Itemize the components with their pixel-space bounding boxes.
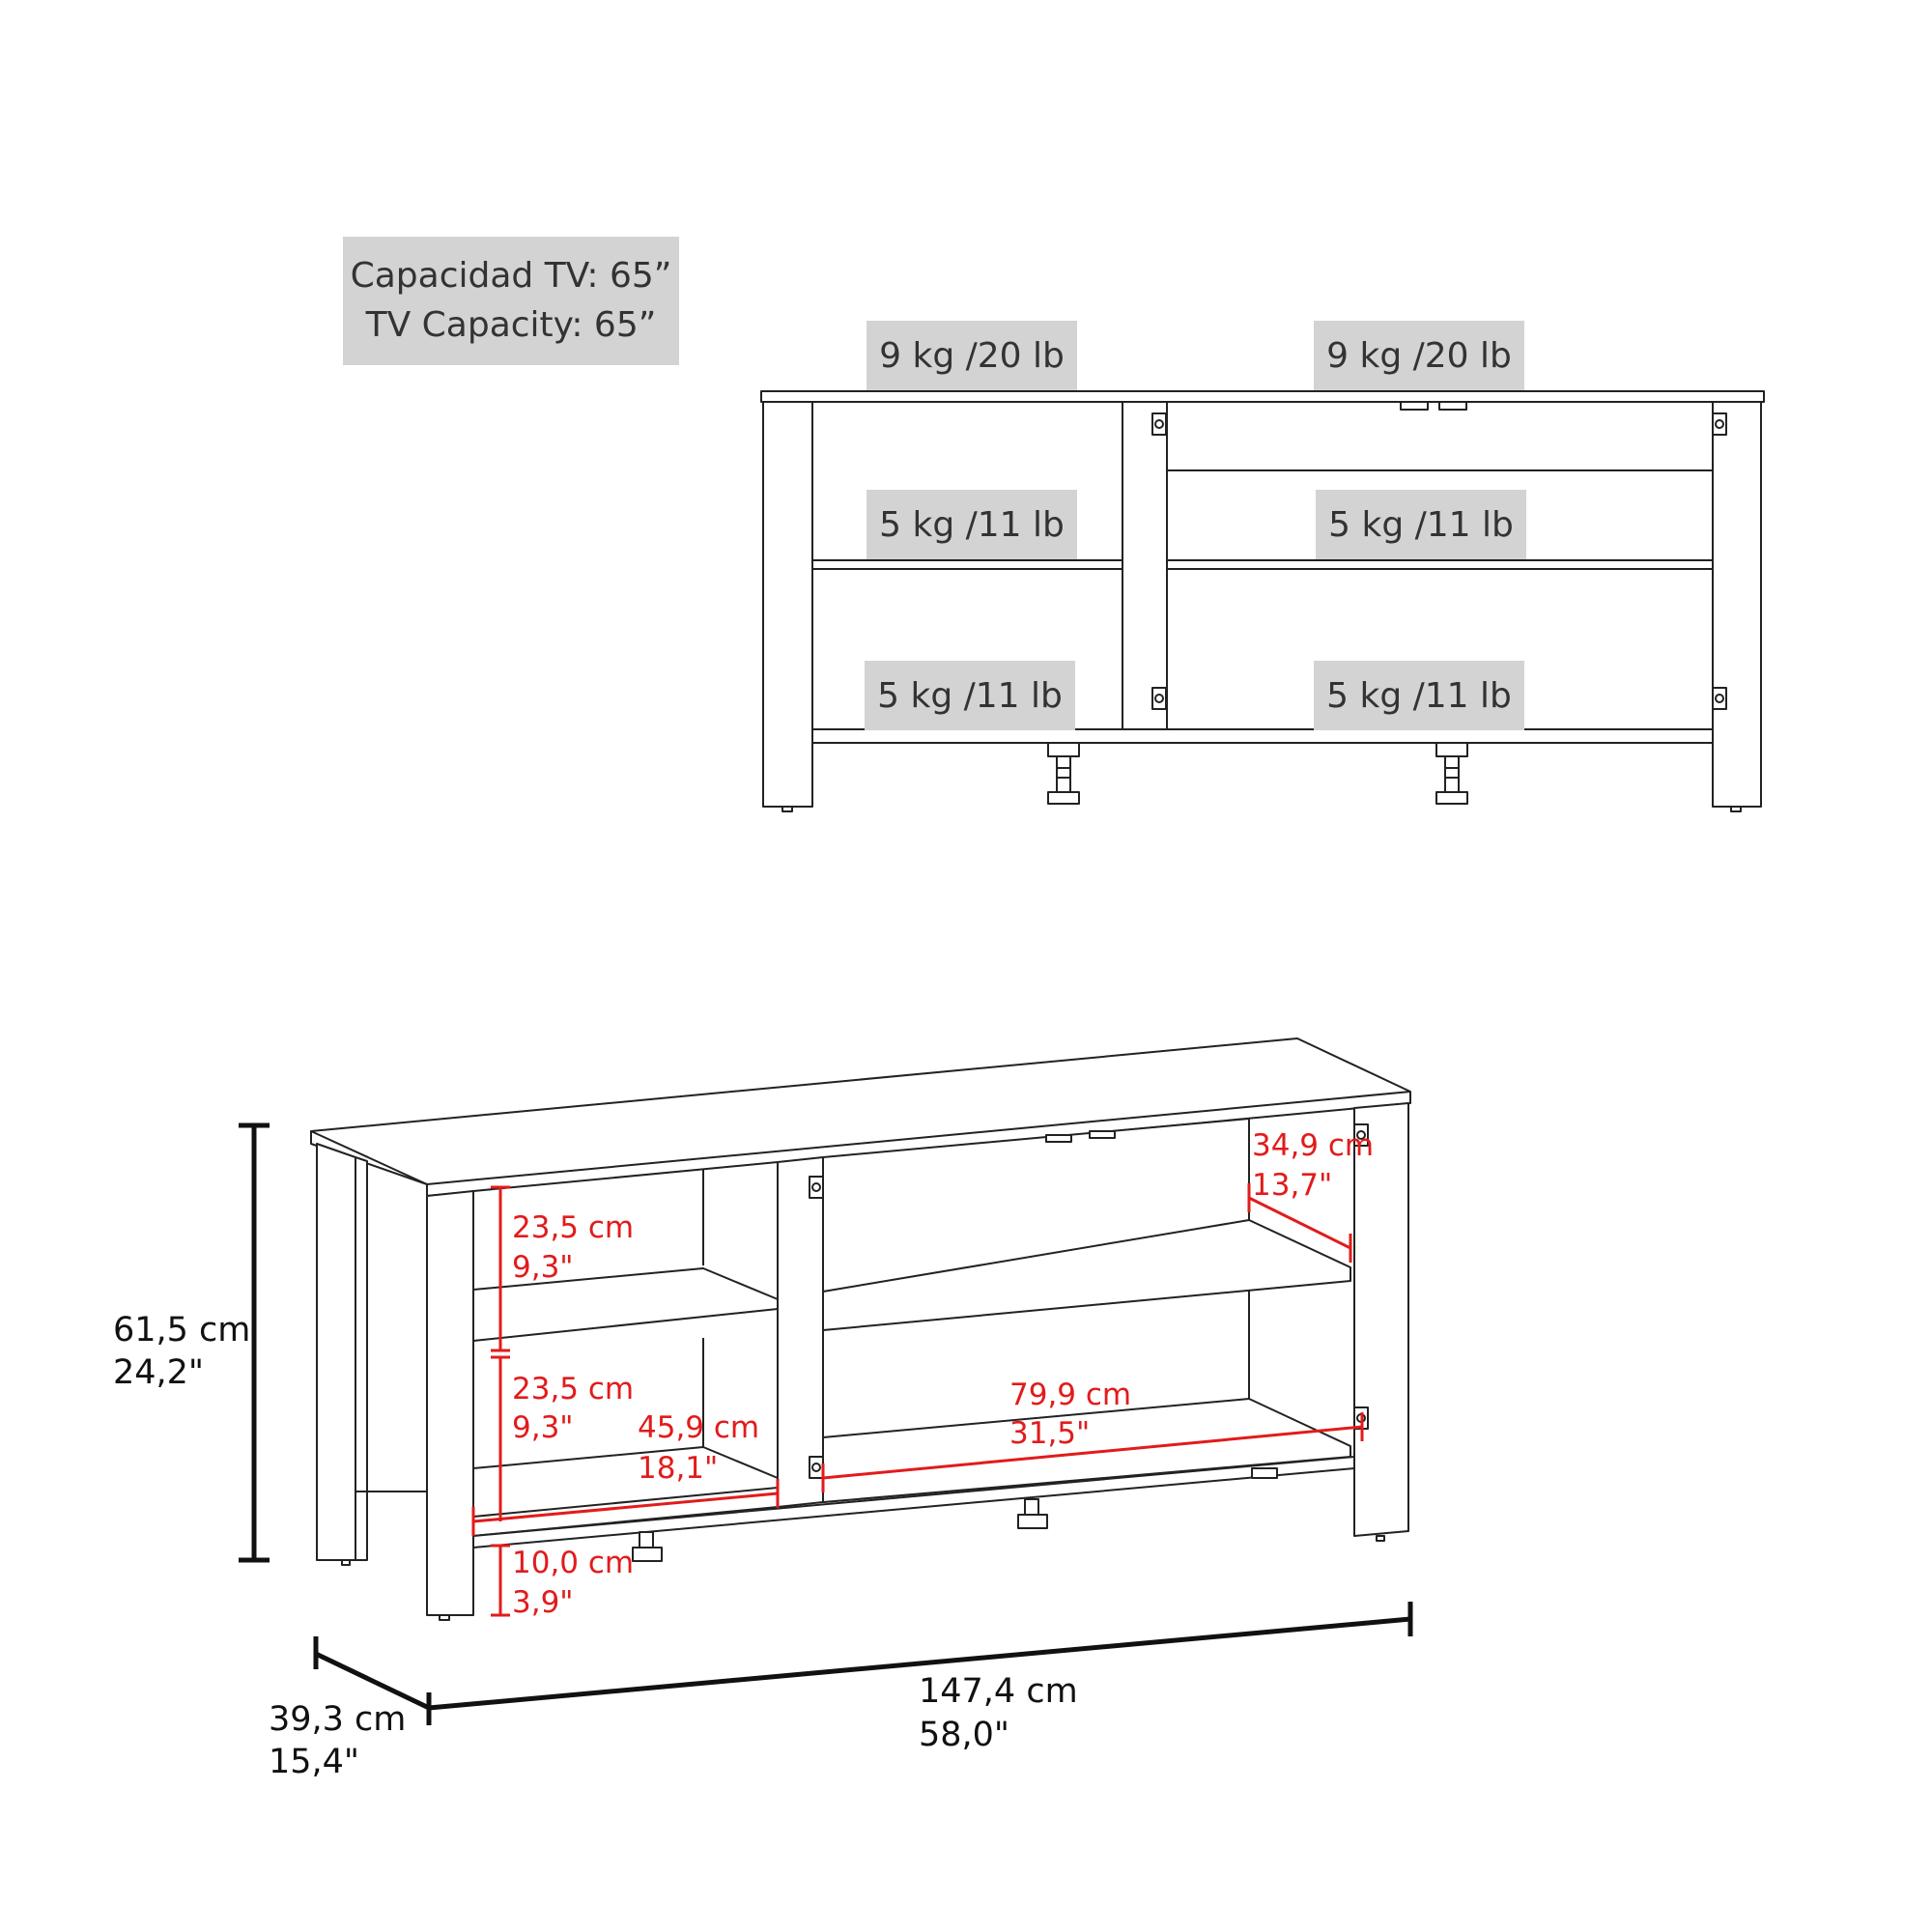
floor-clearance-dimension: 10,0 cm 3,9": [491, 1544, 634, 1620]
svg-text:5 kg /11 lb: 5 kg /11 lb: [1326, 676, 1512, 716]
width-dimension: 147,4 cm 58,0": [428, 1602, 1413, 1754]
bottom-board-3d: [472, 1456, 1355, 1548]
top-board: [760, 390, 1765, 403]
perspective-view: [310, 1037, 1411, 1621]
right-shelf: [1166, 559, 1714, 570]
svg-text:9 kg /20 lb: 9 kg /20 lb: [1326, 336, 1512, 376]
svg-text:45,9 cm: 45,9 cm: [638, 1410, 759, 1445]
weight-label-mid-left: 5 kg /11 lb: [867, 490, 1077, 559]
left-leg: [762, 401, 813, 808]
svg-text:5 kg /11 lb: 5 kg /11 lb: [877, 676, 1063, 716]
svg-text:79,9 cm: 79,9 cm: [1009, 1378, 1131, 1412]
svg-text:9,3": 9,3": [512, 1410, 574, 1445]
lower-shelf-height-dimension: 23,5 cm 9,3": [491, 1355, 634, 1521]
capacity-line-en: TV Capacity: 65”: [365, 305, 657, 345]
right-width-dimension: 79,9 cm 31,5": [821, 1378, 1364, 1492]
height-in-label: 24,2": [113, 1353, 204, 1392]
depth-dimension: 39,3 cm 15,4": [269, 1636, 432, 1781]
weight-label-mid-right: 5 kg /11 lb: [1316, 490, 1526, 559]
svg-text:9 kg /20 lb: 9 kg /20 lb: [879, 336, 1065, 376]
weight-label-top-right: 9 kg /20 lb: [1314, 321, 1524, 390]
svg-text:23,5 cm: 23,5 cm: [512, 1210, 634, 1245]
left-width-dimension: 45,9 cm 18,1": [471, 1410, 780, 1536]
left-front-side: [426, 1190, 474, 1616]
svg-text:31,5": 31,5": [1009, 1416, 1090, 1451]
inner-depth-dimension: 34,9 cm 13,7": [1247, 1128, 1374, 1263]
svg-text:23,5 cm: 23,5 cm: [512, 1372, 634, 1406]
width-in-label: 58,0": [919, 1716, 1009, 1754]
tv-capacity-box: Capacidad TV: 65” TV Capacity: 65”: [343, 237, 679, 365]
left-shelf: [811, 559, 1123, 570]
adjustable-foot-icon: [632, 1467, 1278, 1562]
hinge-icon: [1151, 412, 1727, 710]
svg-text:5 kg /11 lb: 5 kg /11 lb: [1328, 505, 1514, 545]
upper-shelf-height-dimension: 23,5 cm 9,3": [491, 1185, 634, 1352]
bottom-board: [811, 728, 1714, 744]
right-leg: [1712, 401, 1762, 808]
height-cm-label: 61,5 cm: [113, 1311, 250, 1350]
depth-in-label: 15,4": [269, 1743, 359, 1781]
left-rear-leg: [316, 1143, 356, 1561]
adjustable-foot-icon: [1047, 742, 1468, 805]
weight-label-bottom-right: 5 kg /11 lb: [1314, 661, 1524, 730]
width-cm-label: 147,4 cm: [919, 1672, 1078, 1711]
svg-text:18,1": 18,1": [638, 1451, 718, 1486]
weight-label-bottom-left: 5 kg /11 lb: [865, 661, 1075, 730]
weight-label-top-left: 9 kg /20 lb: [867, 321, 1077, 390]
right-front-leg: [1353, 1102, 1409, 1537]
capacity-line-es: Capacidad TV: 65”: [351, 256, 672, 296]
svg-text:5 kg /11 lb: 5 kg /11 lb: [879, 505, 1065, 545]
svg-text:10,0 cm: 10,0 cm: [512, 1546, 634, 1580]
front-view: [760, 390, 1765, 812]
center-divider: [1122, 401, 1168, 730]
svg-text:3,9": 3,9": [512, 1585, 574, 1620]
height-dimension: 61,5 cm 24,2": [113, 1122, 270, 1563]
svg-text:13,7": 13,7": [1252, 1168, 1332, 1203]
depth-cm-label: 39,3 cm: [269, 1700, 406, 1739]
svg-text:9,3": 9,3": [512, 1250, 574, 1285]
svg-text:34,9 cm: 34,9 cm: [1252, 1128, 1374, 1163]
right-shelf-upper: [822, 1219, 1351, 1331]
center-divider-3d: [777, 1156, 824, 1508]
